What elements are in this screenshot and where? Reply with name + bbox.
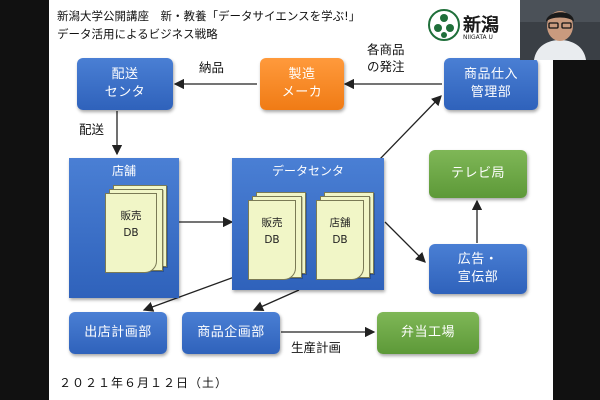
store-panel: 店舗 販売 DB bbox=[69, 158, 179, 298]
dc-sales-db: 販売 DB bbox=[248, 200, 296, 280]
logo-text: 新潟 bbox=[463, 15, 499, 36]
data-center-panel: データセンタ 販売 DB 店舗 DB bbox=[232, 158, 384, 290]
logo-subtext: NIIGATA U bbox=[463, 34, 493, 41]
data-center-label: データセンタ bbox=[271, 164, 344, 178]
shipping-label: 配送 bbox=[79, 122, 105, 137]
slide-date: ２０２１年６月１２日（土） bbox=[59, 376, 229, 390]
arrow-dc-to-purchasing bbox=[378, 95, 442, 161]
arrow-dc-to-advertising bbox=[384, 221, 426, 263]
bento-factory-box: 弁当工場 bbox=[377, 312, 479, 354]
production-plan-label: 生産計画 bbox=[291, 340, 342, 355]
purchasing-dept-box: 商品仕入 管理部 bbox=[444, 58, 538, 110]
flow-arrows bbox=[111, 78, 483, 338]
dc-store-db: 店舗 DB bbox=[316, 200, 364, 280]
presenter-silhouette-icon bbox=[520, 0, 600, 60]
store-planning-box: 出店計画部 bbox=[69, 312, 167, 354]
university-emblem-icon bbox=[428, 9, 460, 41]
order-label: 各商品 の発注 bbox=[367, 42, 405, 74]
delivery-label: 納品 bbox=[199, 60, 225, 75]
product-planning-box: 商品企画部 bbox=[182, 312, 280, 354]
presentation-slide: 新潟大学公開講座 新・教養「データサイエンスを学ぶ!」 データ活用によるビジネス… bbox=[49, 0, 553, 400]
store-sales-db: 販売 DB bbox=[105, 193, 157, 273]
tv-station-box: テレビ局 bbox=[429, 150, 527, 198]
delivery-center-box: 配送 センタ bbox=[77, 58, 173, 110]
manufacturer-box: 製造 メーカ bbox=[260, 58, 344, 110]
presenter-webcam-video bbox=[520, 0, 600, 60]
arrow-dc-to-product-planning bbox=[252, 289, 300, 312]
store-panel-label: 店舗 bbox=[111, 164, 136, 178]
university-logo: 新潟 NIIGATA U bbox=[427, 8, 499, 44]
advertising-dept-box: 広告・ 宣伝部 bbox=[429, 244, 527, 294]
slide-title-line2: データ活用によるビジネス戦略 bbox=[57, 27, 218, 41]
slide-title-line1: 新潟大学公開講座 新・教養「データサイエンスを学ぶ!」 bbox=[57, 9, 361, 23]
